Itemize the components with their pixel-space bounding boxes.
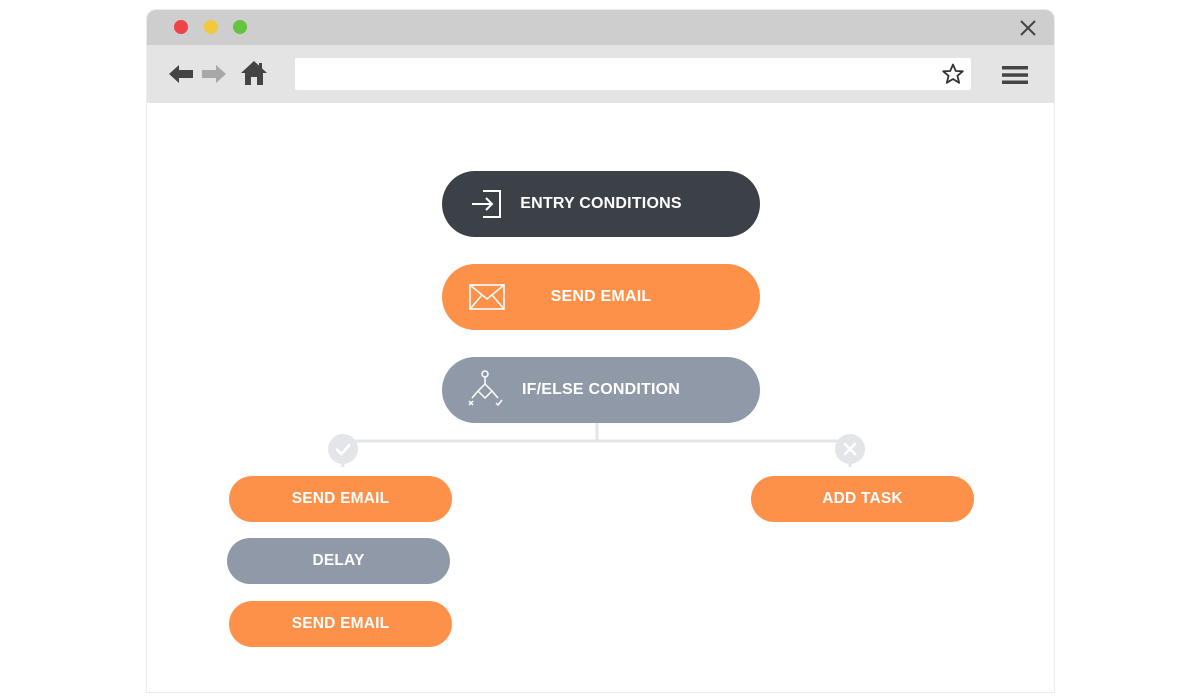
send-email-node[interactable]: SEND EMAIL [442, 264, 760, 330]
maximize-window-dot[interactable] [233, 20, 247, 34]
hamburger-menu-icon[interactable] [1002, 65, 1028, 85]
close-window-dot[interactable] [174, 20, 188, 34]
branch-icon [468, 370, 503, 407]
no-add-task-node[interactable]: ADD TASK [751, 476, 974, 522]
entry-conditions-label: ENTRY CONDITIONS [520, 195, 682, 212]
yes-delay-node[interactable]: DELAY [227, 538, 450, 584]
star-icon[interactable] [941, 62, 965, 86]
x-icon [843, 442, 857, 456]
no-add-task-label: ADD TASK [822, 490, 903, 507]
arrow-left-icon[interactable] [168, 62, 194, 86]
check-icon [335, 443, 351, 456]
no-branch-marker[interactable] [835, 434, 865, 464]
envelope-icon [469, 284, 505, 310]
yes-send-email-node[interactable]: SEND EMAIL [229, 476, 452, 522]
yes-send-email-label: SEND EMAIL [291, 490, 390, 507]
workflow-canvas: ENTRY CONDITIONS SEND EMAIL IF/ELSE COND… [147, 103, 1054, 692]
browser-toolbar [147, 45, 1054, 103]
send-email-label: SEND EMAIL [550, 288, 652, 305]
title-bar [147, 10, 1054, 45]
yes-send-email-2-node[interactable]: SEND EMAIL [229, 601, 452, 647]
arrow-right-icon[interactable] [201, 62, 227, 86]
address-bar[interactable] [295, 58, 971, 90]
entry-conditions-node[interactable]: ENTRY CONDITIONS [442, 171, 760, 237]
yes-delay-label: DELAY [312, 552, 365, 569]
if-else-condition-label: IF/ELSE CONDITION [521, 381, 681, 398]
sign-in-icon [472, 190, 501, 218]
yes-send-email-2-label: SEND EMAIL [291, 615, 390, 632]
minimize-window-dot[interactable] [204, 20, 218, 34]
home-icon[interactable] [240, 59, 268, 87]
close-icon[interactable] [1018, 18, 1038, 38]
if-else-condition-node[interactable]: IF/ELSE CONDITION [442, 357, 760, 423]
browser-window: ENTRY CONDITIONS SEND EMAIL IF/ELSE COND… [146, 9, 1055, 693]
yes-branch-marker[interactable] [328, 434, 358, 464]
